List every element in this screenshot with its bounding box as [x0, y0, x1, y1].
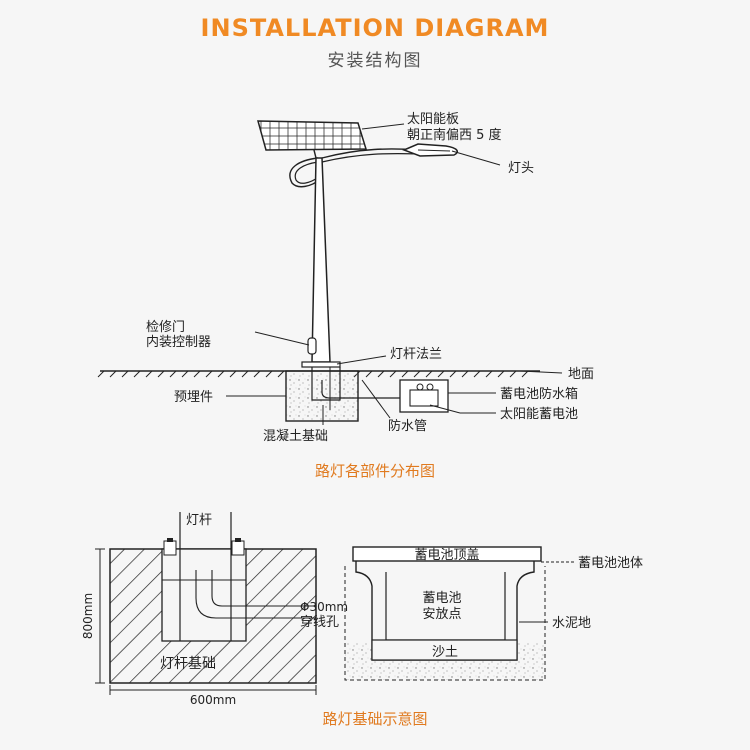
pole-foundation-section: 灯杆 Φ30mm 穿线孔 灯杆基础 600mm 800mm [81, 512, 348, 707]
light-pole [311, 157, 331, 363]
lamp-head-label: 灯头 [508, 161, 534, 176]
pit-body-label: 蓄电池池体 [578, 556, 643, 571]
waterproof-pipe-label: 防水管 [388, 418, 427, 434]
cement-ground [344, 566, 546, 681]
height-dimension-label: 800mm [81, 593, 95, 639]
lamp-arm [289, 157, 320, 188]
concrete-base-label: 混凝土基础 [263, 428, 328, 444]
upper-diagram-caption: 路灯各部件分布图 [315, 462, 435, 480]
battery-placement-label: 安放点 [422, 607, 461, 622]
embedded-anchor [311, 367, 341, 401]
concrete-foundation [285, 370, 359, 422]
solar-panel-label: 太阳能板 [407, 112, 459, 127]
battery-box-label: 蓄电池防水箱 [500, 386, 578, 402]
street-light-layout: 太阳能板 朝正南偏西 5 度 灯头 检修门 内装控制器 灯杆法兰 地面 预埋件 … [97, 112, 594, 480]
battery-pit-section: 蓄电池顶盖 蓄电池池体 蓄电池 安放点 水泥地 沙土 [344, 546, 643, 681]
wire-hole-label: 穿线孔 [300, 614, 339, 630]
battery-pit-lid [352, 546, 542, 562]
hole-diameter-label: Φ30mm [300, 600, 348, 614]
solar-battery-label: 太阳能蓄电池 [500, 407, 578, 422]
maintenance-door [307, 337, 317, 355]
page-subtitle: 安装结构图 [327, 51, 423, 71]
battery-label: 蓄电池 [422, 591, 461, 606]
lower-diagram-caption: 路灯基础示意图 [322, 710, 427, 728]
solar-panel [257, 120, 368, 151]
lid-label: 蓄电池顶盖 [414, 548, 479, 563]
foundation-label: 灯杆基础 [160, 655, 216, 672]
solar-panel-orientation-label: 朝正南偏西 5 度 [407, 127, 502, 143]
page-title: INSTALLATION DIAGRAM [200, 14, 550, 42]
ground-label: 地面 [568, 367, 594, 382]
sand-label: 沙土 [432, 645, 458, 660]
cable-conduit [195, 570, 316, 619]
width-dimension-label: 600mm [190, 693, 236, 707]
controller-label: 内装控制器 [146, 334, 211, 350]
solar-battery [409, 389, 439, 407]
pole-label: 灯杆 [186, 513, 212, 528]
pole-flange [301, 361, 341, 368]
door-label: 检修门 [146, 320, 185, 335]
flange-label: 灯杆法兰 [390, 347, 442, 362]
cement-label: 水泥地 [552, 616, 591, 631]
waterproof-conduit [321, 380, 404, 399]
embedded-part-label: 预埋件 [174, 390, 213, 405]
